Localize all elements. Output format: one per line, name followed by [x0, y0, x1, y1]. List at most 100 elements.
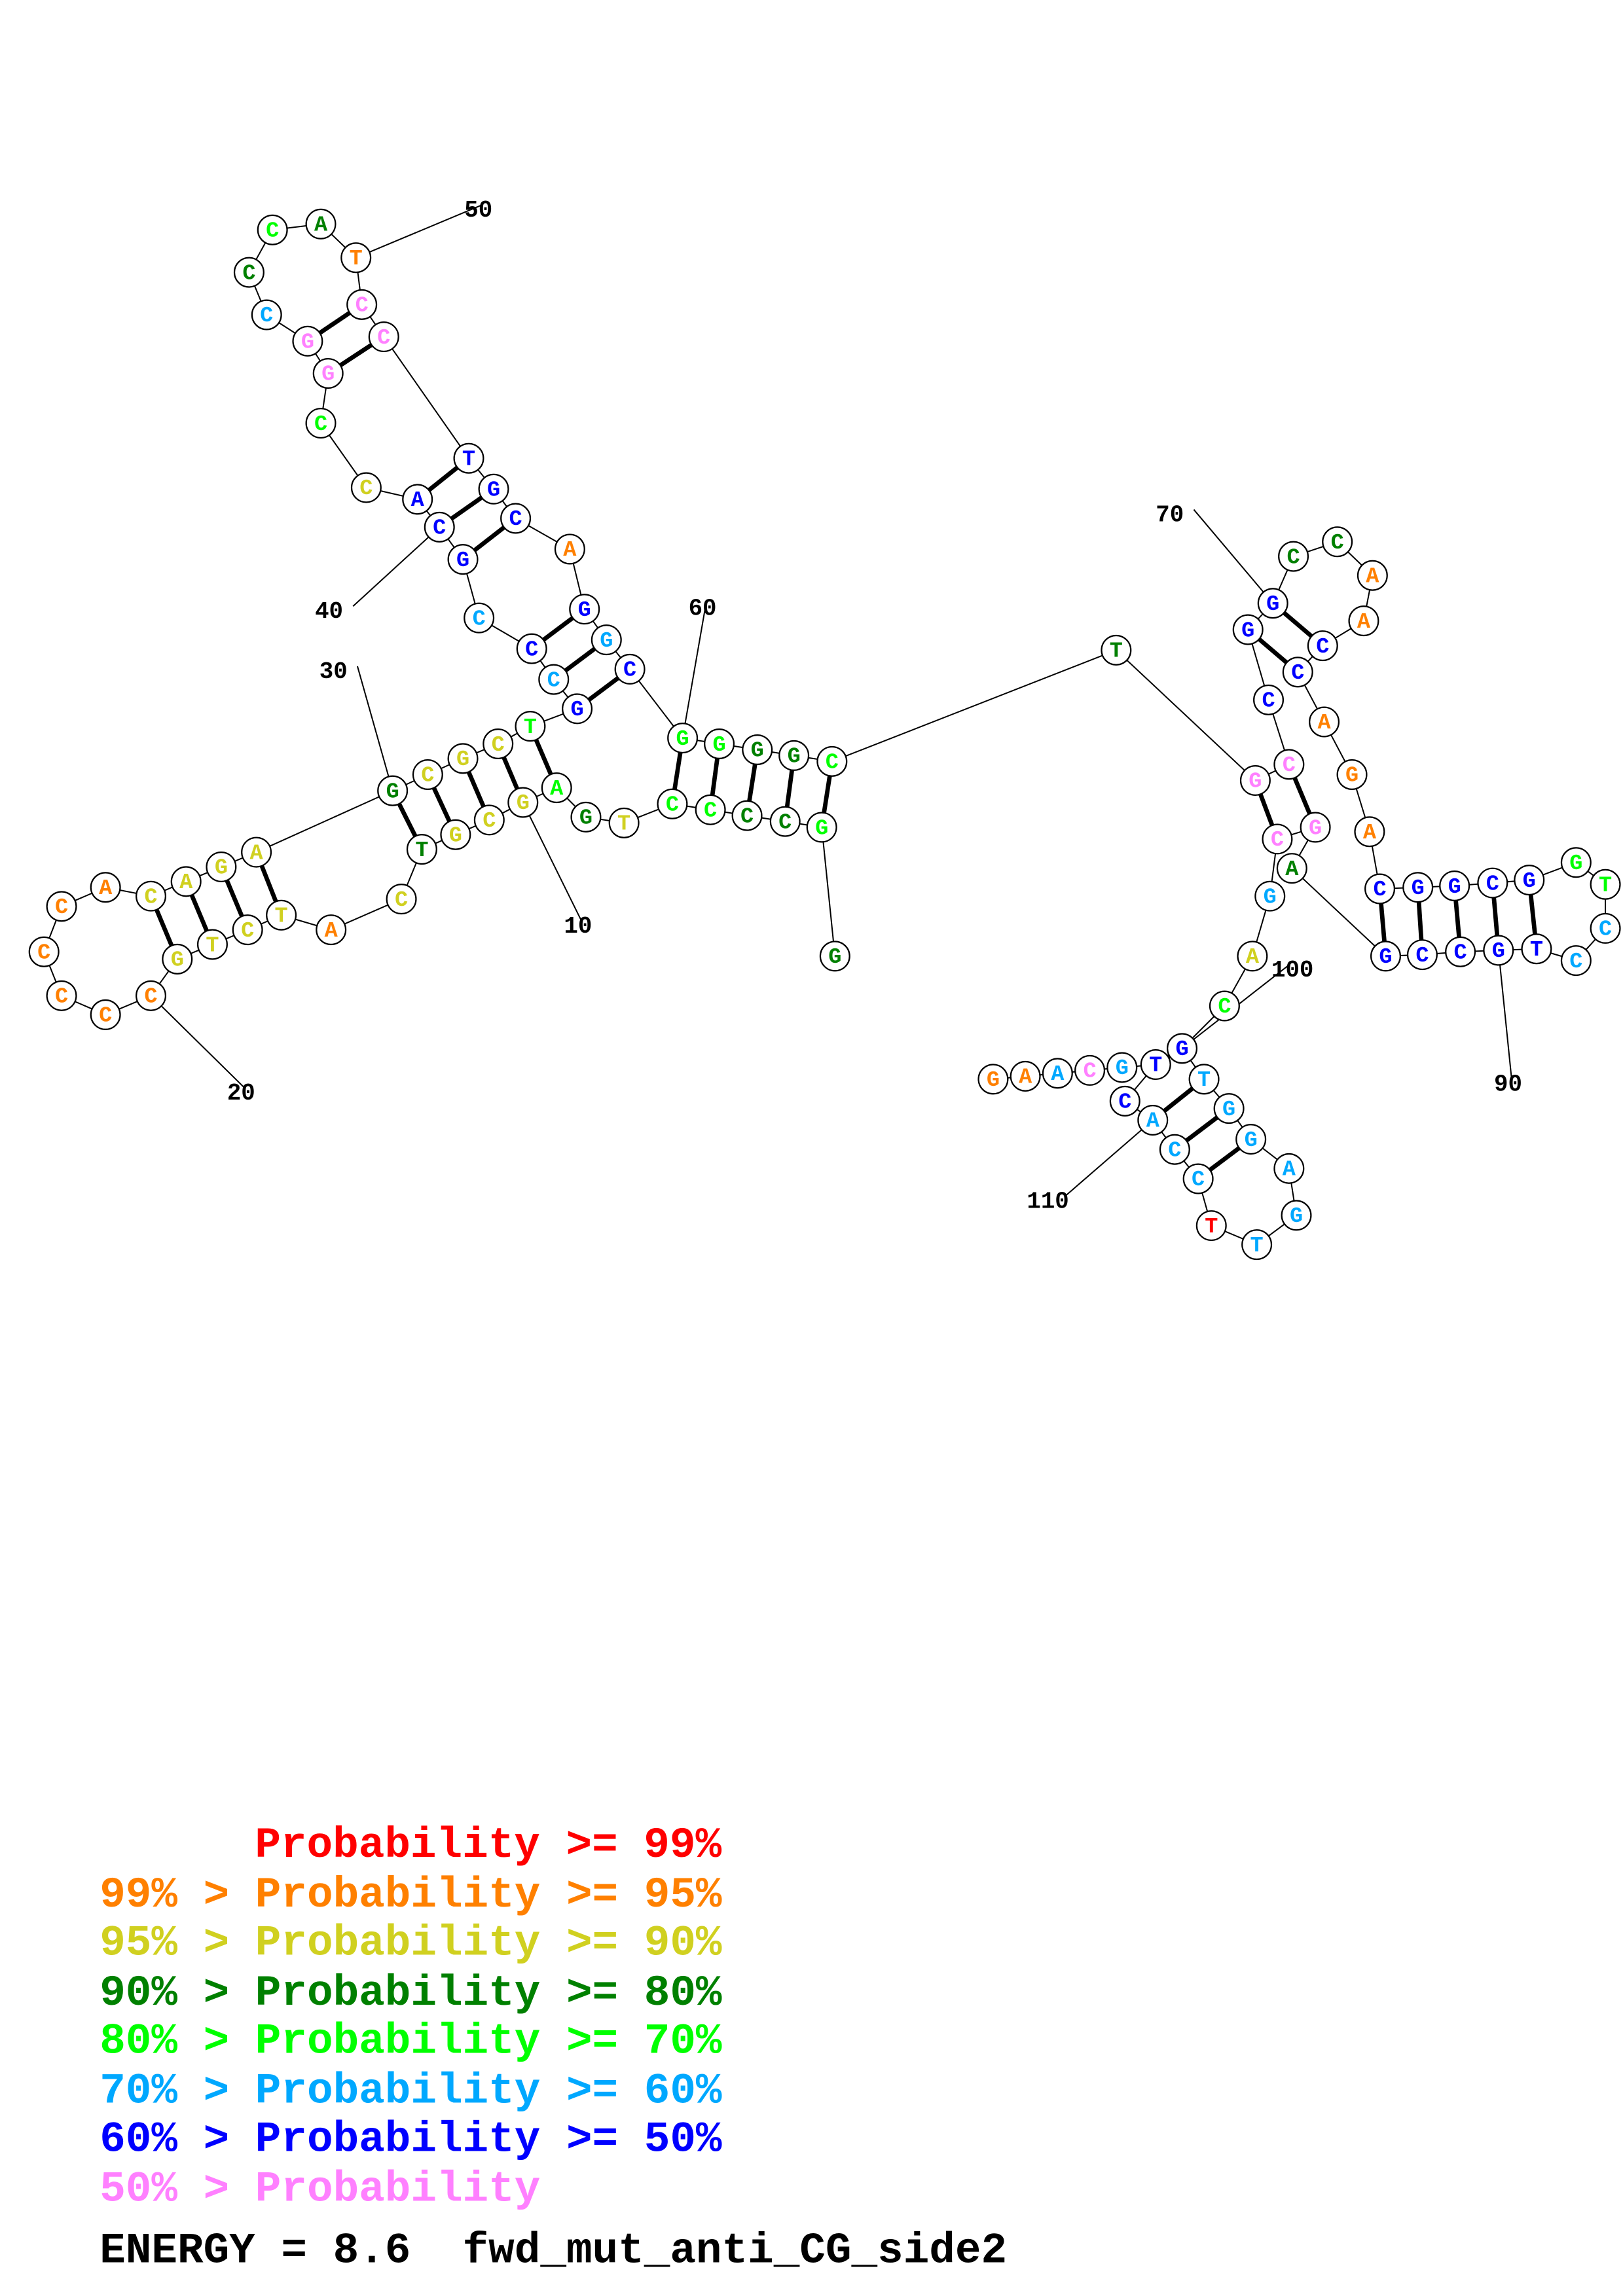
nucleotide-base: T [462, 447, 475, 472]
nucleotide: C [46, 891, 77, 922]
nucleotide-circle [1106, 1052, 1138, 1083]
nucleotide: C [1074, 1054, 1106, 1086]
nucleotide-base: C [395, 888, 408, 913]
nucleotide-base: G [676, 727, 689, 752]
nucleotide-circle [136, 980, 166, 1011]
nucleotide-base: T [1197, 1068, 1211, 1093]
nucleotide-circle [453, 442, 484, 474]
nucleotide: C [1590, 912, 1621, 944]
nucleotide-base: C [242, 261, 255, 286]
nucleotide-base: C [483, 809, 496, 834]
nucleotide: T [340, 242, 372, 274]
backbone [43, 223, 1607, 1246]
nucleotide-base: G [449, 823, 462, 848]
nucleotide: C [769, 806, 801, 837]
nucleotide: T [1140, 1049, 1171, 1080]
nucleotide: T [453, 442, 484, 474]
nucleotide-base: C [1599, 918, 1612, 942]
legend-line-8: 50% > Probability [100, 2165, 540, 2214]
nucleotide: G [206, 851, 237, 882]
nucleotide-base: C [260, 304, 273, 329]
nucleotide-circle [196, 929, 228, 960]
nucleotide-base: G [1448, 875, 1461, 900]
nucleotide: G [1439, 870, 1470, 902]
position-label: 10 [564, 913, 592, 940]
nucleotide: T [515, 711, 546, 742]
nucleotide-base: G [215, 856, 228, 881]
nucleotide-circle [570, 801, 602, 833]
nucleotide-base: A [1246, 945, 1260, 970]
nucleotide-base: C [37, 941, 50, 965]
nucleotide: G [1167, 1033, 1198, 1064]
nucleotide: C [516, 633, 547, 664]
nucleotide: A [541, 772, 572, 804]
nucleotide-circle [1241, 1229, 1273, 1261]
nucleotide: G [447, 544, 479, 575]
legend-line-5: 80% > Probability >= 70% [100, 2017, 722, 2066]
nucleotide-circle [1406, 939, 1438, 971]
nucleotide-base: C [55, 985, 68, 1010]
nucleotide: C [1109, 1085, 1140, 1117]
nucleotide-circle [1235, 1124, 1267, 1155]
position-label-leader [682, 603, 707, 738]
nucleotide-base: G [751, 739, 764, 764]
nucleotide-circle [500, 503, 532, 534]
nucleotide: C [350, 472, 382, 503]
nucleotide: C [1159, 1134, 1190, 1165]
nucleotide: T [1590, 869, 1621, 900]
nucleotide-base: G [171, 948, 184, 973]
nucleotide-base: C [1118, 1090, 1131, 1115]
nucleotide-circle [257, 214, 288, 245]
nucleotide-base: C [1316, 635, 1329, 660]
nucleotide-base: A [325, 919, 338, 944]
nucleotide-circle [1560, 945, 1592, 977]
position-label: 100 [1271, 957, 1313, 984]
nucleotide: G [1257, 588, 1288, 619]
nucleotide-base: A [1366, 564, 1379, 589]
nucleotide-circle [806, 812, 837, 843]
nucleotide-circle [406, 834, 437, 865]
nucleotide-circle [1336, 759, 1368, 790]
nucleotide-circle [1322, 526, 1353, 558]
nucleotide-circle [483, 728, 514, 760]
nucleotide-circle [1262, 823, 1293, 855]
nucleotide-circle [312, 358, 344, 389]
energy-line: ENERGY = 8.6 fwd_mut_anti_CG_side2 [100, 2227, 1007, 2276]
nucleotide-base: T [206, 933, 219, 958]
nucleotide: A [1348, 605, 1379, 637]
nucleotide-circle [1560, 847, 1592, 878]
nucleotide-base: C [1262, 689, 1275, 714]
nucleotide: G [1560, 847, 1592, 878]
nucleotide-base: A [1146, 1109, 1160, 1134]
nucleotide-base: T [1250, 1234, 1264, 1259]
nucleotide: C [1273, 749, 1305, 780]
nucleotide-circle [251, 299, 282, 331]
nucleotide-base: T [1110, 639, 1123, 664]
nucleotide-base: G [987, 1068, 1000, 1093]
nucleotide: G [570, 801, 602, 833]
nucleotide: G [1281, 1200, 1312, 1231]
nucleotide: C [412, 759, 443, 790]
nucleotide-base: C [356, 294, 369, 319]
nucleotide: A [1273, 1153, 1305, 1184]
position-label: 40 [315, 598, 343, 625]
nucleotide: G [377, 775, 409, 806]
nucleotide: C [251, 299, 282, 331]
nucleotide: C [46, 980, 77, 1011]
nucleotide-circle [233, 257, 264, 288]
nucleotide-base: G [712, 733, 725, 758]
nucleotide: C [386, 884, 417, 915]
nucleotide-circle [424, 511, 455, 543]
nucleotide-base: T [1205, 1215, 1218, 1240]
nucleotide-circle [412, 759, 443, 790]
nucleotide-base: C [1373, 878, 1386, 903]
nucleotide: C [1560, 945, 1592, 977]
nucleotide-circle [1237, 941, 1268, 972]
nucleotide-circle [1159, 1134, 1190, 1165]
nucleotide-circle [1010, 1060, 1041, 1092]
nucleotide: A [305, 208, 337, 240]
nucleotide-circle [1232, 614, 1264, 645]
nucleotide: C [1209, 990, 1240, 1022]
